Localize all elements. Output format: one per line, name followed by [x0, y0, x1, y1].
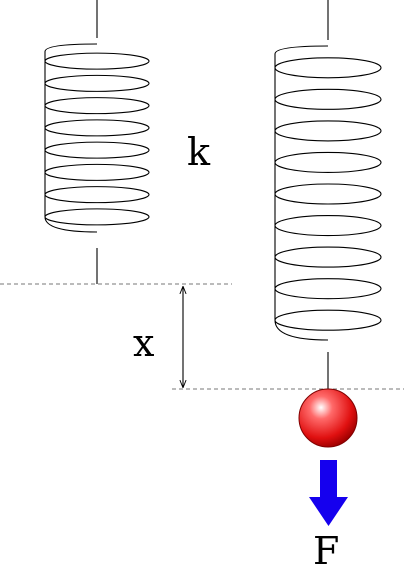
relaxed-spring — [44, 0, 150, 284]
spring-constant-label: k — [187, 130, 211, 174]
stretched-spring — [274, 0, 382, 392]
mass-ball — [298, 388, 358, 448]
force-label: F — [313, 529, 339, 573]
force-arrow — [309, 460, 348, 526]
displacement-label: x — [133, 321, 154, 365]
